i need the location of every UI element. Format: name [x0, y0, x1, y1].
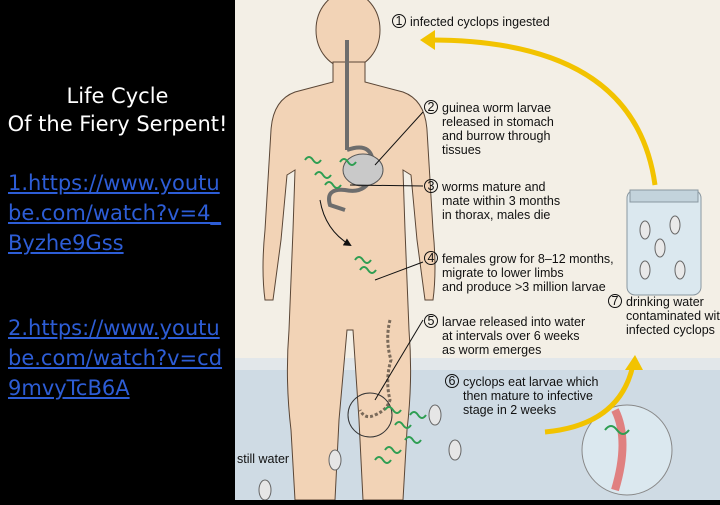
- svg-text:infected cyclops: infected cyclops: [626, 323, 715, 337]
- step-3-label: 3 worms mature and mate within 3 months …: [425, 179, 561, 222]
- svg-text:and produce >3 million larvae: and produce >3 million larvae: [442, 280, 606, 294]
- still-water-label: still water: [237, 452, 289, 466]
- title-line-2: Of the Fiery Serpent!: [0, 110, 235, 138]
- svg-text:in thorax, males die: in thorax, males die: [442, 208, 550, 222]
- svg-text:drinking water: drinking water: [626, 295, 704, 309]
- svg-text:females grow for 8–12 months,: females grow for 8–12 months,: [442, 252, 614, 266]
- stomach: [343, 154, 383, 186]
- step-7-label: 7 drinking water contaminated with infec…: [609, 294, 720, 337]
- svg-text:7: 7: [612, 294, 619, 308]
- slide-title: Life Cycle Of the Fiery Serpent!: [0, 82, 235, 138]
- svg-text:as worm emerges: as worm emerges: [442, 343, 541, 357]
- svg-text:6: 6: [449, 374, 456, 388]
- life-cycle-diagram: 1 infected cyclops ingested 2 guinea wor…: [235, 0, 720, 500]
- svg-text:stage in 2 weeks: stage in 2 weeks: [463, 403, 556, 417]
- svg-text:4: 4: [428, 251, 435, 265]
- svg-text:2: 2: [428, 100, 435, 114]
- left-panel: Life Cycle Of the Fiery Serpent! 1.https…: [0, 0, 235, 500]
- svg-text:at intervals over 6 weeks: at intervals over 6 weeks: [442, 329, 580, 343]
- svg-text:1: 1: [396, 14, 403, 28]
- svg-text:mate within 3 months: mate within 3 months: [442, 194, 560, 208]
- svg-text:tissues: tissues: [442, 143, 481, 157]
- svg-text:larvae released into water: larvae released into water: [442, 315, 585, 329]
- step-1-label: 1 infected cyclops ingested: [393, 14, 550, 29]
- svg-text:released in stomach: released in stomach: [442, 115, 554, 129]
- svg-text:worms mature and: worms mature and: [441, 180, 546, 194]
- svg-text:then mature to infective: then mature to infective: [463, 389, 593, 403]
- svg-text:and burrow through: and burrow through: [442, 129, 550, 143]
- svg-text:infected cyclops ingested: infected cyclops ingested: [410, 15, 550, 29]
- title-line-1: Life Cycle: [0, 82, 235, 110]
- water-jar: [627, 190, 701, 295]
- svg-text:3: 3: [428, 179, 435, 193]
- youtube-link-2[interactable]: 2.https://www.youtube.com/watch?v=cd9mvy…: [8, 313, 230, 403]
- svg-text:cyclops eat larvae which: cyclops eat larvae which: [463, 375, 599, 389]
- svg-text:migrate to lower limbs: migrate to lower limbs: [442, 266, 564, 280]
- svg-text:guinea worm larvae: guinea worm larvae: [442, 101, 551, 115]
- youtube-link-1[interactable]: 1.https://www.youtube.com/watch?v=4_Byzh…: [8, 168, 230, 258]
- svg-text:contaminated with: contaminated with: [626, 309, 720, 323]
- svg-text:5: 5: [428, 314, 435, 328]
